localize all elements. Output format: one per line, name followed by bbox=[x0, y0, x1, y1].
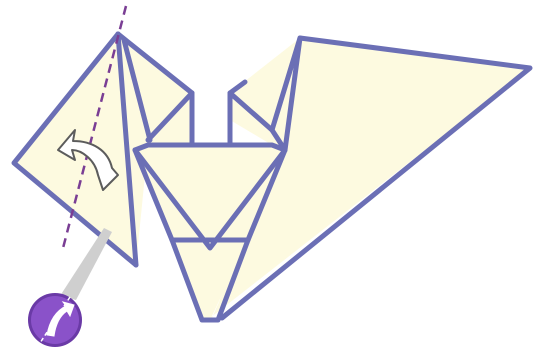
detail-badge bbox=[28, 293, 82, 347]
callout-pointer bbox=[60, 228, 112, 300]
